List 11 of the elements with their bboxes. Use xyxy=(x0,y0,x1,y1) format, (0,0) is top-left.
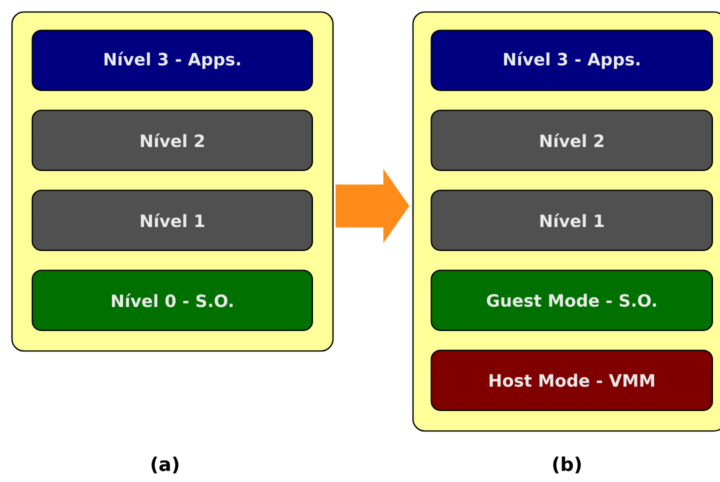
level-box: Nível 2 xyxy=(430,110,713,171)
level-box: Host Mode - VMM xyxy=(430,350,713,411)
level-box: Nível 3 - Apps. xyxy=(430,30,713,91)
level-box: Nível 1 xyxy=(430,190,713,251)
level-box: Nível 0 - S.O. xyxy=(32,270,313,331)
level-box: Guest Mode - S.O. xyxy=(430,270,713,331)
level-box: Nível 1 xyxy=(32,190,313,251)
panel-caption: (b) xyxy=(553,456,581,474)
level-box: Nível 3 - Apps. xyxy=(32,30,313,91)
level-box: Nível 2 xyxy=(32,110,313,171)
panel-caption: (a) xyxy=(152,456,178,474)
